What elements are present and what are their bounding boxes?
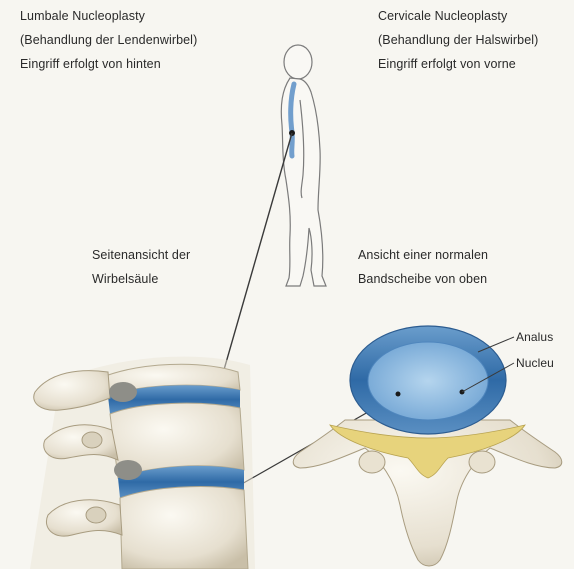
figure-body xyxy=(281,78,326,286)
nucleus xyxy=(368,342,488,420)
vertebra-lower xyxy=(120,487,248,569)
human-figure xyxy=(281,45,326,286)
disc-top-view xyxy=(293,326,562,566)
figure-head xyxy=(284,45,312,79)
spine-side-view xyxy=(30,357,255,569)
